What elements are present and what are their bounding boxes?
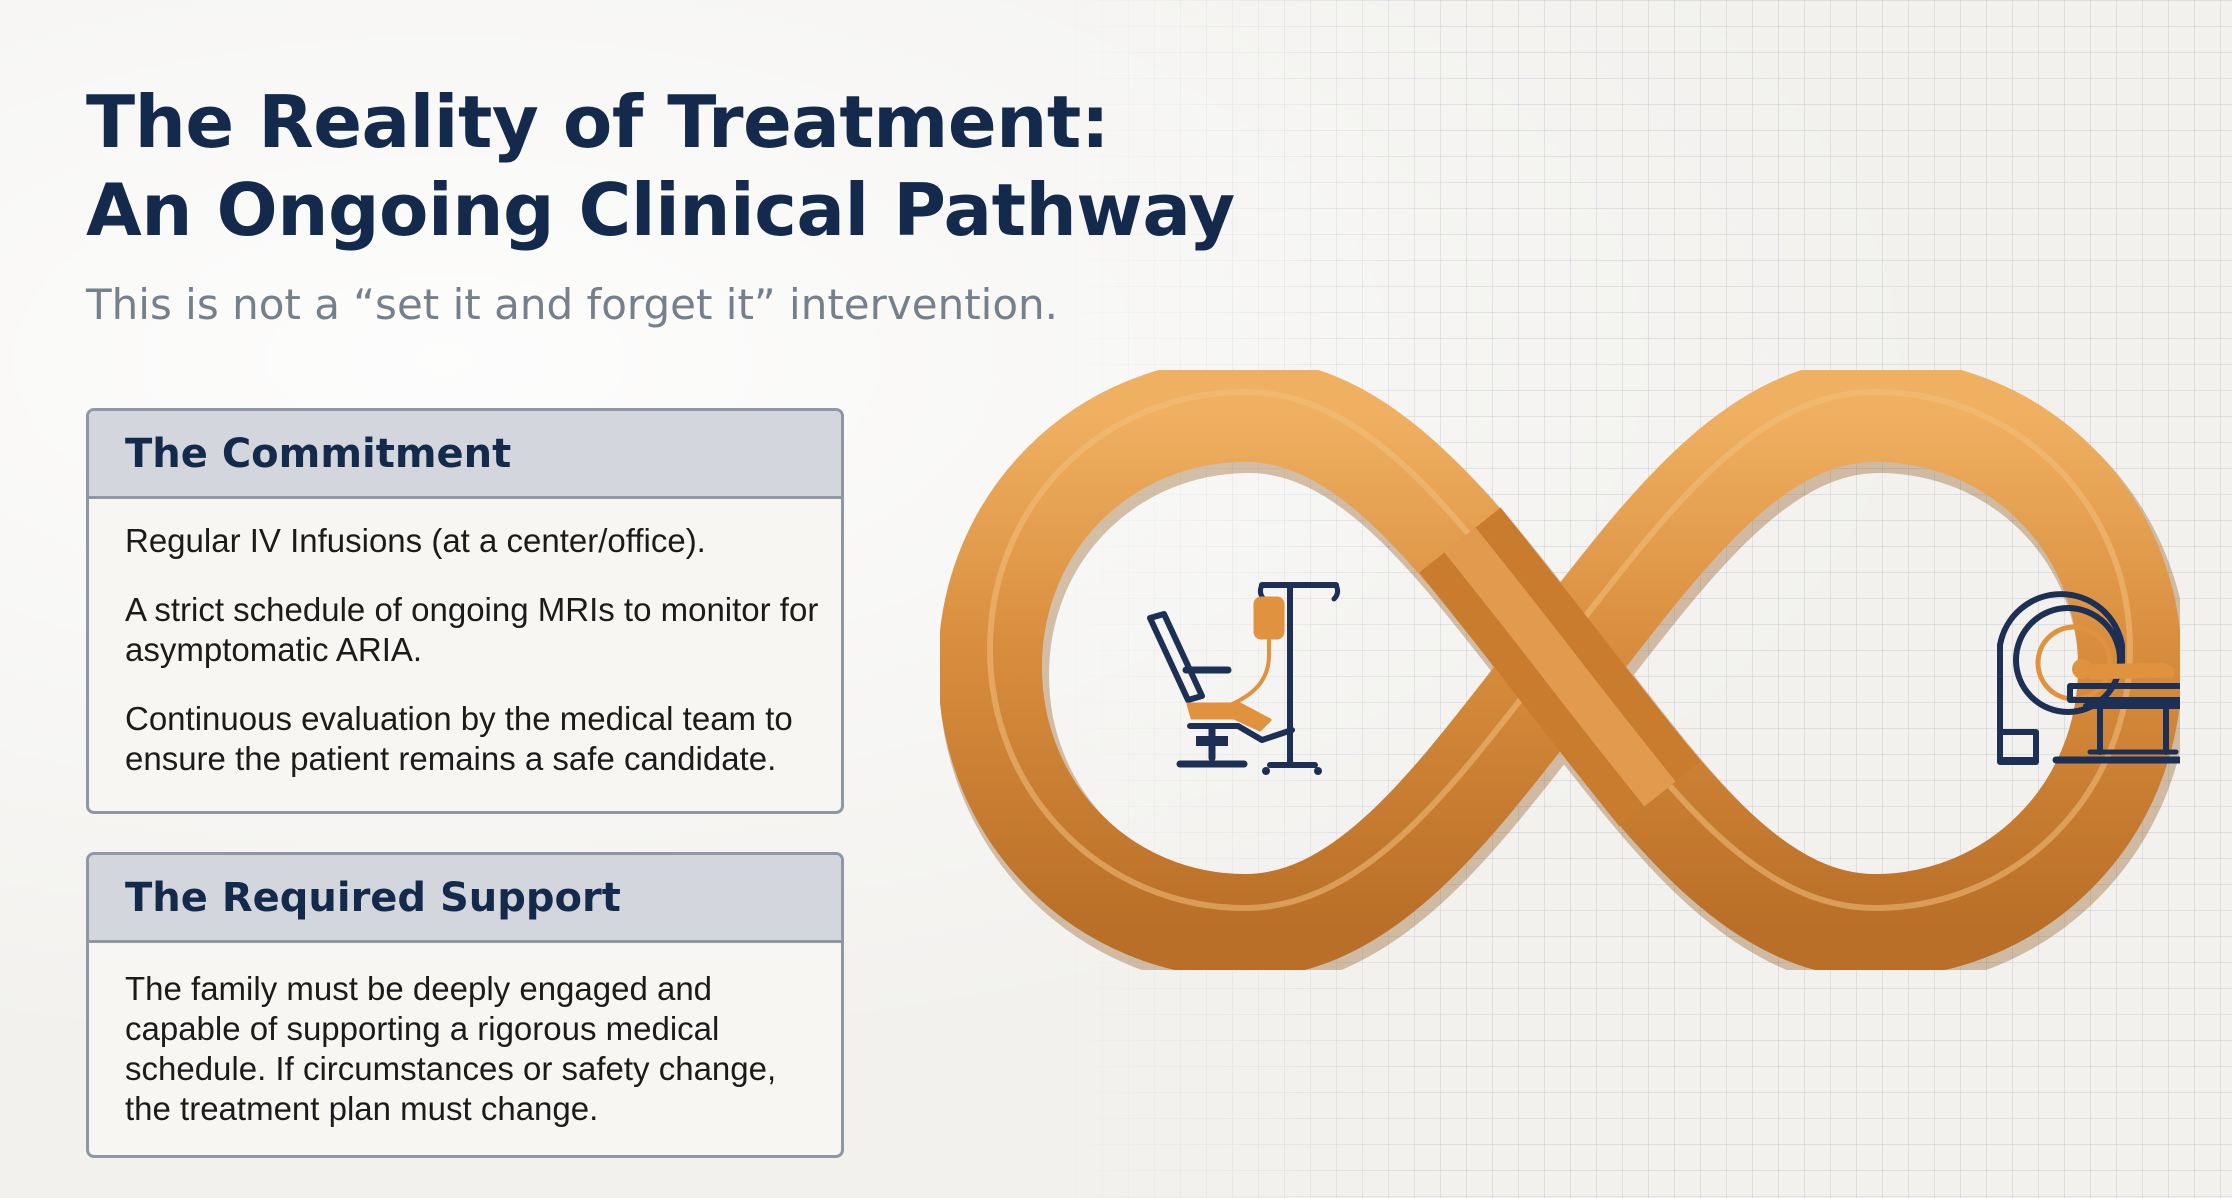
support-text: The family must be deeply engaged and ca… <box>125 970 777 1127</box>
commitment-heading: The Commitment <box>125 430 512 477</box>
commitment-item: Regular IV Infusions (at a center/office… <box>125 522 706 559</box>
support-card-header: The Required Support <box>89 855 841 943</box>
title-line-2: An Ongoing Clinical Pathway <box>86 168 1235 252</box>
commitment-card-body: Regular IV Infusions (at a center/office… <box>89 499 841 779</box>
commitment-item: A strict schedule of ongoing MRIs to mon… <box>125 591 819 668</box>
page-title: The Reality of Treatment: An Ongoing Cli… <box>86 78 1235 254</box>
infusion-chair-icon <box>1147 582 1341 775</box>
support-card-body: The family must be deeply engaged and ca… <box>89 943 841 1129</box>
commitment-item: Continuous evaluation by the medical tea… <box>125 700 793 777</box>
infinity-loop-crossing-shine <box>1444 527 1676 807</box>
title-line-1: The Reality of Treatment: <box>86 80 1110 164</box>
infinity-loop-svg <box>940 370 2180 970</box>
page-subtitle: This is not a “set it and forget it” int… <box>86 280 1059 329</box>
commitment-card-header: The Commitment <box>89 411 841 499</box>
infinity-diagram <box>940 370 2180 970</box>
mri-scanner-icon <box>1997 591 2180 765</box>
support-heading: The Required Support <box>125 874 621 921</box>
commitment-card: The Commitment Regular IV Infusions (at … <box>86 408 844 814</box>
support-card: The Required Support The family must be … <box>86 852 844 1158</box>
